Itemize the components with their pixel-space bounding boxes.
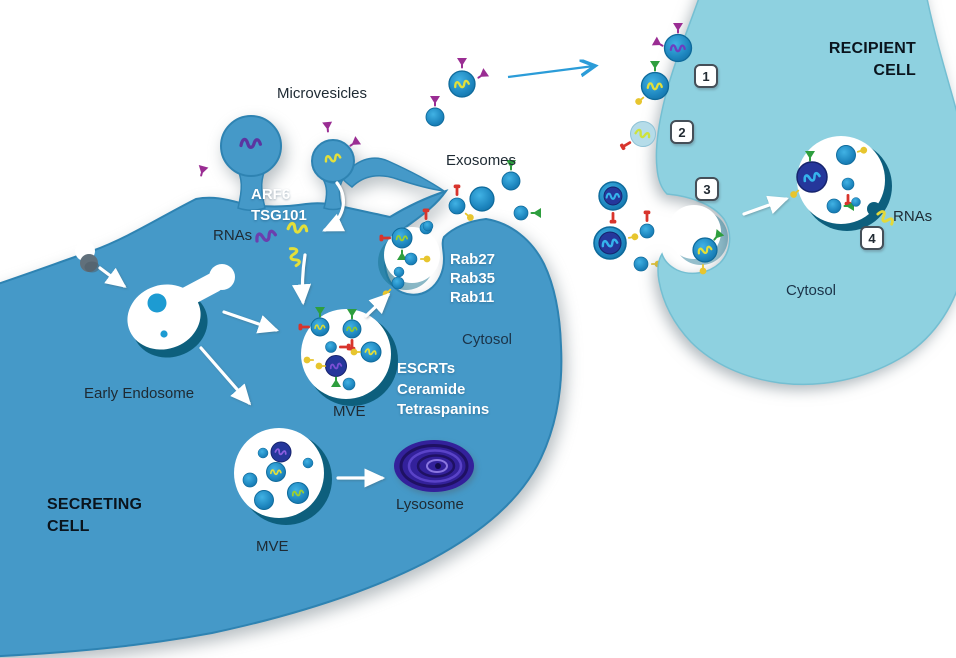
fusing-vesicle <box>630 121 656 147</box>
secreting-line2: CELL <box>47 518 90 535</box>
lysosome-icon <box>394 440 474 492</box>
mve-lower-label: MVE <box>256 538 289 555</box>
mve-upper <box>298 307 398 406</box>
microvesicles-label: Microvesicles <box>277 85 368 102</box>
receptor-triangle-icon <box>196 165 209 178</box>
arrow-endosome-to-mve <box>222 310 280 334</box>
membrane-horn <box>341 157 445 192</box>
cytosol-right-label: Cytosol <box>786 282 837 299</box>
arrow-vesicle-transfer <box>507 66 594 79</box>
escrts-label: ESCRTs <box>397 360 456 377</box>
arrow-endocytosis <box>98 266 127 288</box>
step-4-badge: 4 <box>860 226 884 250</box>
arrow-endosome-to-mve2 <box>199 346 252 406</box>
endocytic-pit <box>75 241 100 273</box>
docked-vesicles <box>619 23 693 151</box>
recipient-endosome <box>788 136 896 231</box>
rab-factors-label: Rab27 Rab35 Rab11 <box>450 250 495 307</box>
rnas-left-label: RNAs <box>213 227 253 244</box>
rab35-label: Rab35 <box>450 270 496 287</box>
arf6-label: ARF6 <box>251 186 291 203</box>
recipient-line1: RECIPIENT <box>828 40 916 57</box>
rab27-label: Rab27 <box>450 251 496 268</box>
arrow-to-endosome <box>742 195 790 216</box>
exosomes-label: Exosomes <box>446 152 517 169</box>
biogenesis-factors-label: ESCRTs Ceramide Tetraspanins <box>397 359 489 421</box>
mve-upper-label: MVE <box>333 403 366 420</box>
rab11-label: Rab11 <box>450 289 495 306</box>
intercellular-vesicles <box>593 181 662 272</box>
secreting-line1: SECRETING <box>47 496 143 513</box>
process-arrows <box>98 181 790 488</box>
step-2-badge: 2 <box>670 120 694 144</box>
ceramide-label: Ceramide <box>397 380 466 398</box>
exosome-release-cup <box>378 208 440 299</box>
step-3-badge: 3 <box>695 177 719 201</box>
tetraspanins-label: Tetraspanins <box>397 401 490 418</box>
budding-factors-label: ARF6 TSG101 <box>251 184 307 226</box>
cytosol-left-label: Cytosol <box>462 331 513 348</box>
secreting-cell-title: SECRETING CELL <box>47 494 142 538</box>
recipient-cell-title: RECIPIENT CELL <box>820 38 916 82</box>
arrow-mve-to-membrane <box>364 292 391 318</box>
lysosome-label: Lysosome <box>396 496 464 513</box>
early-endosome-label: Early Endosome <box>84 385 195 402</box>
recipient-line2: CELL <box>873 62 916 79</box>
early-endosome <box>127 264 235 358</box>
receptor-triangle-icon <box>322 121 334 133</box>
mve-lower <box>234 428 332 525</box>
step-1-badge: 1 <box>694 64 718 88</box>
tsg101-label: TSG101 <box>251 207 307 224</box>
arrow-rna-to-mve <box>291 253 312 306</box>
endocytosis-cup <box>667 205 728 275</box>
free-microvesicles <box>425 58 490 127</box>
microvesicle-bud-small <box>311 139 355 211</box>
rnas-right-label: RNAs <box>893 208 933 225</box>
arrow-mv-budding <box>322 181 346 232</box>
